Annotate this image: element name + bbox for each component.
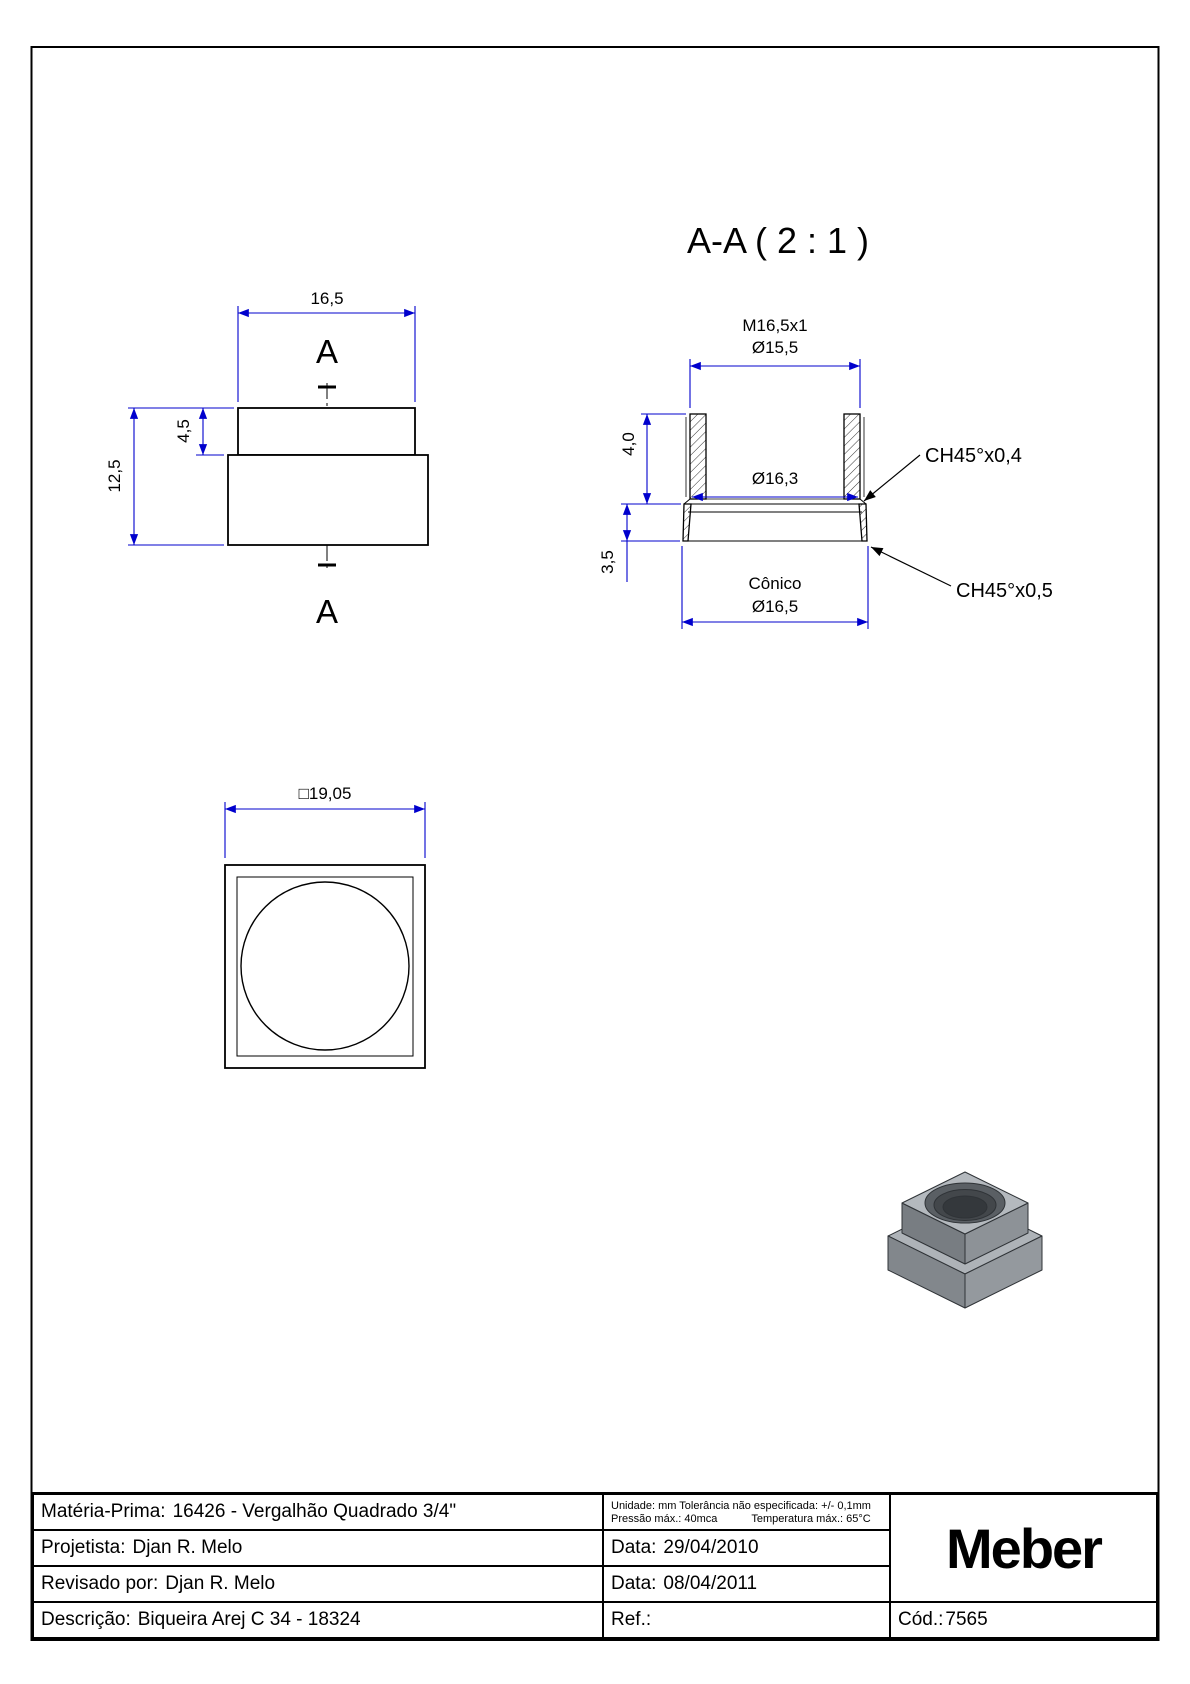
leader-chamfer-top xyxy=(863,454,921,502)
date-revised-cell: Data: 08/04/2011 xyxy=(603,1566,890,1602)
date-created-label: Data: xyxy=(611,1537,657,1558)
date-revised-label: Data: xyxy=(611,1573,657,1594)
chamfer-top-text: CH45°x0,4 xyxy=(925,445,1022,467)
revisado-label: Revisado por: xyxy=(41,1573,159,1594)
front-view-neck-outline xyxy=(237,407,416,456)
bore-hole-deep xyxy=(942,1195,988,1219)
top-view-inner-square xyxy=(236,876,414,1057)
materia-prima-value: 16426 - Vergalhão Quadrado 3/4" xyxy=(172,1501,457,1522)
cod-cell: Cód.: 7565 xyxy=(890,1602,1157,1638)
title-block: Matéria-Prima: 16426 - Vergalhão Quadrad… xyxy=(31,1492,1159,1640)
ref-cell: Ref.: xyxy=(603,1602,890,1638)
dim-text-top-diameter: Ø15,5 xyxy=(752,338,798,357)
materia-prima-label: Matéria-Prima: xyxy=(41,1501,166,1522)
dim-text-mid-diameter: Ø16,3 xyxy=(752,469,798,488)
base-right-face xyxy=(964,1235,1043,1309)
projetista-cell: Projetista: Djan R. Melo xyxy=(33,1530,603,1566)
dim-text-bottom-diameter: Ø16,5 xyxy=(752,597,798,616)
step-line xyxy=(859,498,867,505)
dim-text-thread: M16,5x1 xyxy=(742,316,807,335)
date-created-cell: Data: 29/04/2010 xyxy=(603,1530,890,1566)
section-view: M16,5x1 Ø15,5 4,0 3,5 Ø16,3 Cônico Ø16,5 xyxy=(598,316,1053,629)
front-view: A A 16,5 4,5 12,5 xyxy=(105,289,429,630)
revisado-value: Djan R. Melo xyxy=(165,1573,276,1594)
sheet-border xyxy=(30,46,1160,1641)
dim-text-square: □19,05 xyxy=(299,784,352,803)
dim-text-width: 16,5 xyxy=(310,289,343,308)
section-left-wall xyxy=(689,413,707,500)
date-created-value: 29/04/2010 xyxy=(663,1537,759,1558)
front-view-base-outline xyxy=(227,454,429,546)
descricao-cell: Descrição: Biqueira Arej C 34 - 18324 xyxy=(33,1602,603,1638)
chamfer-bottom-text: CH45°x0,5 xyxy=(956,580,1053,602)
top-view-outer-square xyxy=(224,864,426,1069)
leader-chamfer-bottom xyxy=(870,546,952,587)
dim-text-total-height: 12,5 xyxy=(105,459,124,492)
projetista-value: Djan R. Melo xyxy=(132,1537,243,1558)
dim-text-flange-height: 3,5 xyxy=(598,550,617,574)
section-left-lip xyxy=(682,503,692,542)
projetista-label: Projetista: xyxy=(41,1537,126,1558)
section-label-a-top: A xyxy=(316,333,338,370)
pressure-note: Pressão máx.: 40mca xyxy=(611,1512,718,1525)
dim-text-top-height: 4,5 xyxy=(174,419,193,443)
materia-prima-cell: Matéria-Prima: 16426 - Vergalhão Quadrad… xyxy=(33,1494,603,1530)
company-logo: Meber xyxy=(890,1494,1157,1602)
step-line xyxy=(683,498,691,505)
cod-label: Cód.: xyxy=(898,1609,944,1630)
descricao-value: Biqueira Arej C 34 - 18324 xyxy=(137,1609,361,1630)
section-right-wall xyxy=(843,413,861,500)
units-tolerance-note: Unidade: mm Tolerância não especificada:… xyxy=(611,1499,871,1512)
dim-text-neck-height: 4,0 xyxy=(619,432,638,456)
tolerance-notes-cell: Unidade: mm Tolerância não especificada:… xyxy=(603,1494,890,1530)
section-label-a-bottom: A xyxy=(316,593,338,630)
cod-value: 7565 xyxy=(945,1609,988,1630)
isometric-view xyxy=(887,1171,1043,1309)
revisado-cell: Revisado por: Djan R. Melo xyxy=(33,1566,603,1602)
dim-text-conic: Cônico xyxy=(749,574,802,593)
section-view-title: A-A ( 2 : 1 ) xyxy=(687,220,869,261)
logo-text: Meber xyxy=(946,1516,1103,1580)
top-view: □19,05 xyxy=(224,784,426,1069)
section-right-lip xyxy=(858,503,868,542)
date-revised-value: 08/04/2011 xyxy=(663,1573,758,1594)
ref-label: Ref.: xyxy=(611,1609,652,1630)
top-view-bore-circle xyxy=(240,881,410,1051)
temperature-note: Temperatura máx.: 65°C xyxy=(751,1512,871,1525)
descricao-label: Descrição: xyxy=(41,1609,131,1630)
